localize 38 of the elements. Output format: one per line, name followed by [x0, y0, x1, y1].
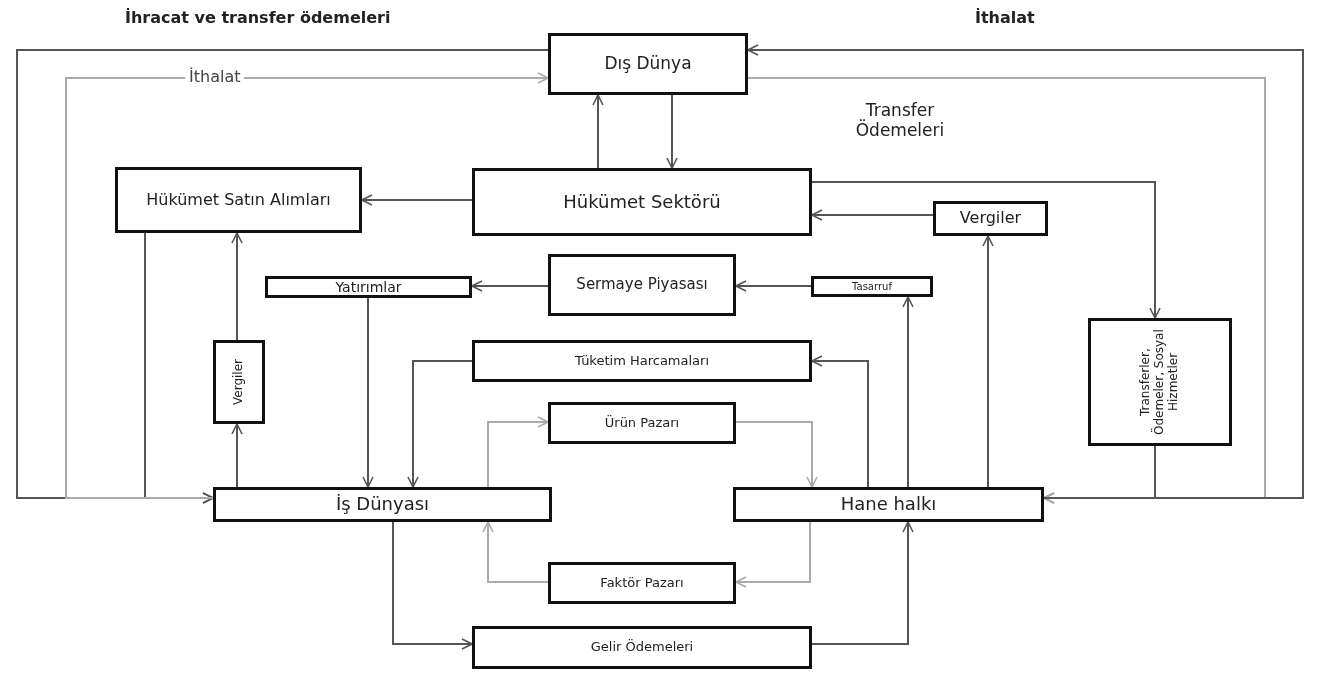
process-box: Sermaye Piyasası [548, 254, 736, 316]
arrow [735, 521, 811, 588]
process-box: Faktör Pazarı [548, 562, 736, 604]
flow-label: İthalat [975, 8, 1035, 27]
arrow [407, 360, 473, 488]
arrow [592, 94, 604, 169]
arrow [666, 94, 678, 169]
flow-label: Transfer Ödemeleri [854, 100, 946, 140]
arrow [811, 521, 914, 645]
process-box: Gelir Ödemeleri [472, 626, 812, 669]
process-box: Hane halkı [733, 487, 1044, 522]
process-box: Yatırımlar [265, 276, 472, 298]
arrow [231, 423, 243, 488]
process-box: Dış Dünya [548, 33, 748, 95]
arrow [471, 280, 549, 292]
arrow [392, 521, 473, 650]
process-box: Tüketim Harcamaları [472, 340, 812, 382]
arrow [735, 280, 812, 292]
process-box: Hükümet Sektörü [472, 168, 812, 236]
arrow [735, 421, 818, 488]
arrow [361, 194, 473, 206]
arrow [811, 355, 869, 488]
process-box: Vergiler [213, 340, 265, 424]
arrow [811, 181, 1161, 319]
process-box: Vergiler [933, 201, 1048, 236]
process-box: Tasarruf [811, 276, 933, 297]
arrow [362, 297, 374, 488]
arrow [482, 521, 549, 583]
arrow [487, 416, 549, 488]
arrow [811, 209, 934, 221]
process-box: İş Dünyası [213, 487, 552, 522]
arrow [902, 296, 914, 488]
process-box: Ürün Pazarı [548, 402, 736, 444]
process-box: Hükümet Satın Alımları [115, 167, 362, 233]
arrow [982, 235, 994, 488]
flow-label: İhracat ve transfer ödemeleri [125, 8, 391, 27]
arrow [231, 232, 243, 341]
process-box: Transferler, Ödemeler, Sosyal Hizmetler [1088, 318, 1232, 446]
